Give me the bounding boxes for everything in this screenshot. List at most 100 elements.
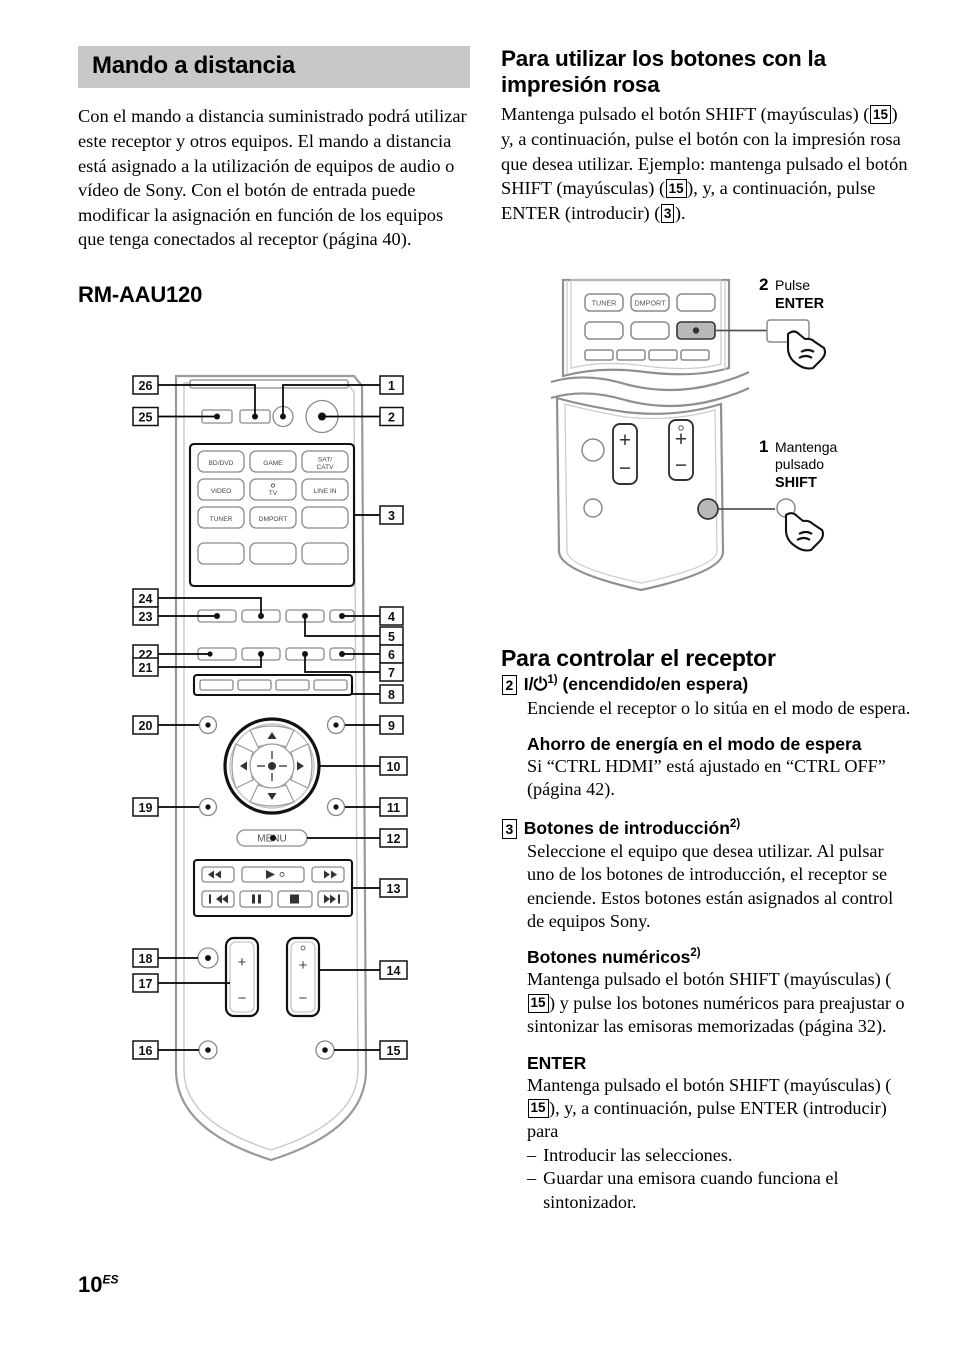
leader-22-dot [207, 651, 213, 657]
svg-text:25: 25 [139, 411, 153, 425]
svg-text:11: 11 [387, 801, 400, 815]
numeric-buttons-heading: Botones numéricos2) [527, 947, 913, 968]
intro-paragraph: Con el mando a distancia suministrado po… [78, 106, 467, 250]
figure-button-blank-1 [584, 321, 624, 340]
numeric-body-part-2: ) y pulse los botones numéricos para pre… [527, 992, 905, 1037]
enter-dash-text-1: Introducir las selecciones. [543, 1144, 733, 1165]
leader-21-dot [258, 651, 264, 657]
inline-ref-3: 3 [660, 204, 675, 224]
break-wave-top [550, 371, 750, 392]
svg-text:24: 24 [139, 592, 153, 606]
enter-dash-list: –Introducir las selecciones. –Guardar un… [527, 1144, 913, 1214]
input-label-game: GAME [263, 460, 283, 467]
leader-7-dot [302, 651, 308, 657]
callout-10 [379, 756, 408, 776]
pause-bar-left-icon [252, 894, 255, 904]
remote-button-lower-left-dot [205, 1047, 211, 1053]
step-1-number: 1 [759, 437, 768, 456]
callout-leaders-right [270, 384, 380, 1051]
figure-button-color-2 [616, 349, 646, 361]
volume-rocker-left: + − [224, 936, 260, 1018]
standby-saving-subsection: Ahorro de energía en el modo de espera S… [527, 734, 913, 802]
figure-label-dmport: DMPORT [634, 299, 666, 308]
callout-23 [132, 606, 159, 626]
color-button-4 [313, 679, 348, 691]
right-column: Para utilizar los botones con la impresi… [501, 46, 913, 226]
function-button-row-1 [197, 609, 355, 623]
figure-vol-right-minus: − [675, 454, 687, 477]
left-column: Mando a distancia Con el mando a distanc… [78, 46, 470, 318]
enter-dash-item-2: –Guardar una emisora cuando funciona el … [527, 1167, 913, 1214]
leader-8 [351, 685, 380, 695]
input-button-game [249, 450, 297, 473]
inline-ref-15-c: 15 [527, 993, 549, 1013]
numeric-heading-text: Botones numéricos [527, 947, 691, 968]
callout-4 [379, 606, 404, 626]
step-2-line-2: ENTER [775, 296, 825, 312]
input-button-tuner [197, 506, 245, 529]
input-title-prefix: Botones de introducción [523, 817, 730, 838]
remote-button-muting-dot [205, 955, 211, 961]
lower-body-inner [564, 403, 718, 584]
rewind-icon [208, 870, 221, 879]
page-number: 10 [78, 1272, 103, 1297]
figure-button-lower-left [583, 498, 603, 518]
previous-bar-icon [209, 894, 211, 904]
pink-par-part-1: Mantenga pulsado el botón SHIFT (mayúscu… [501, 104, 870, 125]
leader-21 [158, 654, 262, 668]
svg-text:7: 7 [388, 666, 395, 680]
transport-button-pause [239, 890, 273, 908]
input-buttons: BD/DVD GAME SAT/ CATV VIDEO TV LINE IN T… [197, 450, 349, 565]
tv-dot-icon [270, 483, 276, 488]
pink-par-part-3: ), y, a continuación, pulse ENTER (intro… [501, 178, 876, 224]
figure-button-blank-top [676, 293, 716, 312]
receiver-item-power-heading: 2 I/⏻1) (encendido/en espera) [501, 674, 913, 696]
svg-text:1: 1 [388, 379, 395, 393]
standby-saving-body: Si “CTRL HDMI” está ajustado en “CTRL OF… [527, 756, 886, 800]
callout-17 [132, 973, 159, 993]
shift-enter-figure-svg: .f-out { fill:#fff; stroke:#8f8f8f; stro… [550, 275, 837, 592]
svg-text:14: 14 [387, 964, 401, 978]
leader-1-dot [280, 413, 286, 420]
volume-right-minus-label: − [299, 990, 308, 1007]
enter-dash-text-2: Guardar una emisora cuando funciona el s… [543, 1168, 839, 1212]
power-title-suffix: (encendido/en espera) [557, 673, 749, 694]
item-ref-2: 2 [501, 674, 518, 695]
remote-control-diagram: .rc-outline { fill:#fff; stroke:#9a9a9a;… [118, 370, 418, 1180]
dash-marker-2: – [527, 1168, 537, 1189]
remote-fragment-lower: + − + − [555, 396, 725, 592]
figure-button-tuner [584, 293, 624, 312]
receiver-item-input-heading: 3 Botones de introducción2) [501, 818, 913, 839]
volume-rocker-right: + − [285, 936, 321, 1018]
leader-12-dot [270, 835, 276, 841]
svg-text:2: 2 [388, 411, 395, 425]
leader-5 [304, 616, 380, 637]
item-ref-3: 3 [501, 818, 518, 839]
leader-24-dot [258, 613, 264, 619]
heading-pink-buttons: Para utilizar los botones con la impresi… [501, 46, 826, 98]
callout-16 [132, 1040, 159, 1060]
leader-26-dot [252, 413, 258, 420]
input-label-bd-dvd: BD/DVD [209, 460, 234, 467]
svg-text:26: 26 [139, 379, 153, 393]
remote-button-round-left-top-dot [205, 722, 211, 728]
model-heading: RM-AAU120 [78, 281, 203, 307]
input-button-blank-3 [249, 542, 297, 565]
svg-text:23: 23 [139, 610, 153, 624]
svg-text:19: 19 [139, 801, 153, 815]
svg-text:17: 17 [139, 977, 153, 991]
power-icon: ⏻ [533, 674, 548, 695]
figure-button-color-3 [648, 349, 678, 361]
leader-6-dot [339, 651, 345, 657]
svg-text:5: 5 [388, 630, 395, 644]
svg-text:10: 10 [387, 760, 401, 774]
figure-vol-right-outline [668, 419, 694, 481]
callout-boxes-left: 26 25 24 23 22 21 20 19 18 17 16 [132, 375, 159, 1060]
inline-ref-15-d: 15 [527, 1098, 549, 1118]
svg-text:20: 20 [139, 719, 153, 733]
svg-text:21: 21 [139, 661, 153, 675]
figure-vol-right-plus: + [675, 428, 687, 451]
ir-window [189, 379, 349, 389]
volume-left-plus-label: + [238, 954, 247, 971]
play-icon [266, 870, 275, 879]
